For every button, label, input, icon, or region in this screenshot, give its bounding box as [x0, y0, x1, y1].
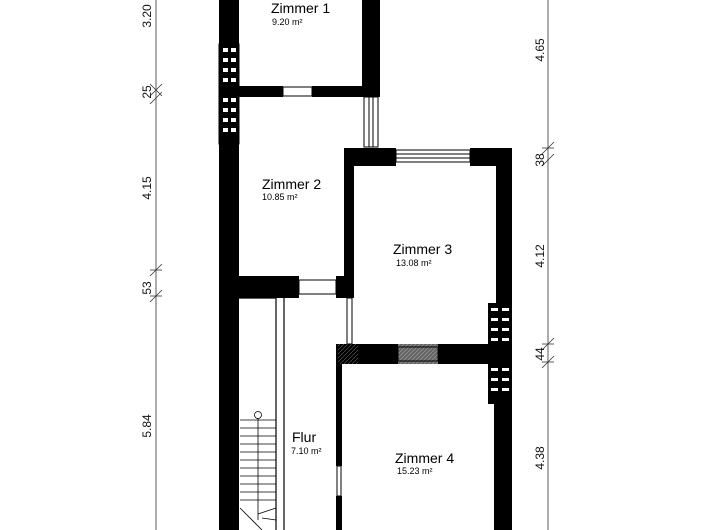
room-flur: Flur 7.10 m²: [291, 429, 322, 456]
left-brick-dots: [223, 48, 236, 132]
door-flur-z4: [336, 465, 342, 497]
flur-name: Flur: [292, 429, 316, 445]
zimmer4-left-wall-upper: [336, 344, 342, 466]
stair-start-marker: [254, 411, 262, 419]
window-z1-z2: [282, 86, 313, 97]
zimmer1-name: Zimmer 1: [271, 0, 330, 16]
flur-area: 7.10 m²: [291, 446, 322, 456]
zimmer4-area: 15.23 m²: [397, 466, 433, 476]
left-outer-wall: [219, 144, 239, 530]
zimmer2-area: 10.85 m²: [262, 192, 298, 202]
z1-z2-wall-left: [239, 86, 283, 97]
interior-lines: [236, 297, 285, 530]
dim-left-2: 25: [140, 85, 154, 99]
zimmer2-name: Zimmer 2: [262, 176, 321, 192]
z2-flur-wall-right: [336, 276, 354, 298]
zimmer1-right-wall: [362, 0, 380, 90]
right-brick-column: [488, 303, 512, 404]
dim-right-1: 4.65: [533, 38, 547, 62]
dim-left-1: 3.20: [140, 4, 154, 28]
dim-left-3: 4.15: [140, 176, 154, 200]
dim-left-4: 53: [140, 281, 154, 295]
zimmer4-name: Zimmer 4: [395, 450, 454, 466]
room-zimmer-4: Zimmer 4 15.23 m²: [395, 450, 454, 476]
right-dimension-chain: [541, 0, 555, 530]
right-dimension-labels: 4.65 38 4.12 44 4.38: [533, 38, 547, 470]
left-dimension-chain: [149, 0, 163, 530]
door-flur-z3: [346, 297, 353, 345]
zimmer3-area: 13.08 m²: [396, 258, 432, 268]
right-outer-wall-upper: [496, 148, 512, 303]
left-outer-wall-top: [219, 0, 239, 44]
window-z3-top: [395, 149, 471, 163]
dim-left-5: 5.84: [140, 414, 154, 438]
room-zimmer-3: Zimmer 3 13.08 m²: [393, 241, 452, 268]
stair-outer-wall: [236, 298, 239, 530]
dim-right-3: 4.12: [533, 244, 547, 268]
hatched-wall-accents: [338, 344, 438, 364]
dim-right-5: 4.38: [533, 446, 547, 470]
room-zimmer-1: Zimmer 1 9.20 m²: [271, 0, 330, 27]
zimmer1-area: 9.20 m²: [272, 17, 303, 27]
walls: [219, 0, 512, 530]
window-z2-right: [363, 96, 379, 148]
dim-right-4: 44: [533, 347, 547, 361]
z2-z3-wall: [344, 148, 354, 298]
door-z2-flur: [298, 279, 337, 295]
staircase: [239, 411, 277, 530]
room-zimmer-2: Zimmer 2 10.85 m²: [262, 176, 321, 202]
window-z3-z4: [397, 346, 439, 362]
zimmer3-name: Zimmer 3: [393, 241, 452, 257]
dim-right-2: 38: [533, 153, 547, 167]
z2-flur-wall-left: [219, 276, 299, 298]
z3-top-wall-left: [344, 148, 396, 166]
left-dimension-labels: 3.20 25 4.15 53 5.84: [140, 4, 154, 438]
z1-z2-wall-right: [312, 86, 380, 97]
zimmer4-left-wall-lower: [336, 496, 342, 530]
right-outer-wall-lower: [494, 404, 512, 530]
